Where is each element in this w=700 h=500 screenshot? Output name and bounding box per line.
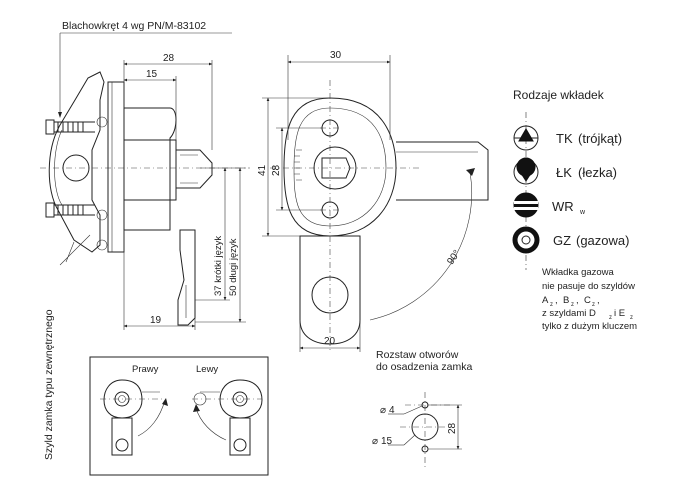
label-right: Prawy: [132, 364, 159, 375]
screw-bottom: [45, 202, 95, 218]
phi-15-symbol: ⌀: [372, 436, 378, 447]
svg-text:i E: i E: [614, 308, 625, 319]
dim-30: 30: [330, 50, 342, 61]
dim-phi-15: 15: [381, 436, 393, 447]
dim-15: 15: [146, 69, 158, 80]
gas-note-3: A z , B z , C z ,: [542, 295, 600, 308]
label-left: Lewy: [196, 364, 218, 375]
svg-text:z: z: [592, 302, 595, 308]
dim-phi-4: 4: [389, 405, 395, 416]
cylinder-type-label: Szyld zamka typu zewnętrznego: [43, 309, 55, 460]
mounting-panel: Prawy Lewy: [89, 356, 269, 476]
dim-28-holes: 28: [447, 422, 458, 434]
lock-right: [100, 379, 168, 456]
insert-tk-desc: (trójkąt): [578, 131, 622, 146]
svg-text:z szyldami D: z szyldami D: [542, 308, 596, 319]
insert-types-title: Rodzaje wkładek: [513, 88, 605, 102]
insert-lk: ŁK (łezka): [513, 157, 617, 185]
svg-text:,: ,: [576, 295, 579, 306]
svg-text:C: C: [584, 295, 591, 306]
dim-41: 41: [257, 164, 268, 176]
insert-tk-code: TK: [556, 131, 573, 146]
screw-top: [45, 119, 95, 135]
gas-note-2: nie pasuje do szyldów: [542, 281, 635, 292]
insert-lk-code: ŁK: [556, 165, 572, 180]
gas-note-5: tylko z dużym kluczem: [542, 321, 637, 332]
insert-gz-desc: (gazowa): [576, 233, 629, 248]
side-view: Blachowkręt 4 wg PN/M-83102: [40, 20, 250, 460]
svg-text:,: ,: [597, 295, 600, 306]
dim-50: 50 długi język: [228, 238, 239, 296]
spacing-title-1: Rozstaw otworów: [376, 349, 459, 361]
hole-spacing: Rozstaw otworów do osadzenia zamka ⌀ 4 ⌀…: [372, 349, 472, 468]
svg-text:z: z: [550, 302, 553, 308]
dim-28-side: 28: [271, 164, 282, 176]
svg-text:z: z: [609, 315, 612, 321]
triangle-icon: [518, 128, 534, 142]
lock-left: [192, 379, 263, 456]
insert-gz: GZ (gazowa): [512, 226, 629, 254]
screw-label: Blachowkręt 4 wg PN/M-83102: [62, 20, 206, 32]
insert-gz-code: GZ: [553, 233, 571, 248]
svg-text:z: z: [630, 315, 633, 321]
gas-note-1: Wkładka gazowa: [542, 267, 615, 278]
dim-20: 20: [324, 336, 336, 347]
dim-19: 19: [150, 315, 162, 326]
front-view: 90° 30 41 28 20: [257, 50, 489, 352]
svg-text:z: z: [571, 302, 574, 308]
spacing-title-2: do osadzenia zamka: [376, 361, 472, 373]
insert-wr-code: WR: [552, 199, 574, 214]
insert-types: Rodzaje wkładek TK (trójkąt) ŁK (łezka) …: [512, 88, 637, 332]
svg-text:A: A: [542, 295, 549, 306]
dim-37: 37 krótki język: [213, 236, 224, 296]
insert-wr: WR w: [513, 192, 586, 218]
gas-note-4: z szyldami D z i E z: [542, 308, 633, 321]
phi-4-symbol: ⌀: [380, 405, 386, 416]
insert-wr-sub: w: [579, 209, 586, 216]
insert-tk: TK (trójkąt): [513, 125, 622, 151]
dim-28-top: 28: [163, 53, 175, 64]
svg-text:,: ,: [555, 295, 558, 306]
dim-angle-90: 90°: [445, 248, 463, 267]
svg-text:B: B: [563, 295, 569, 306]
insert-lk-desc: (łezka): [578, 165, 617, 180]
